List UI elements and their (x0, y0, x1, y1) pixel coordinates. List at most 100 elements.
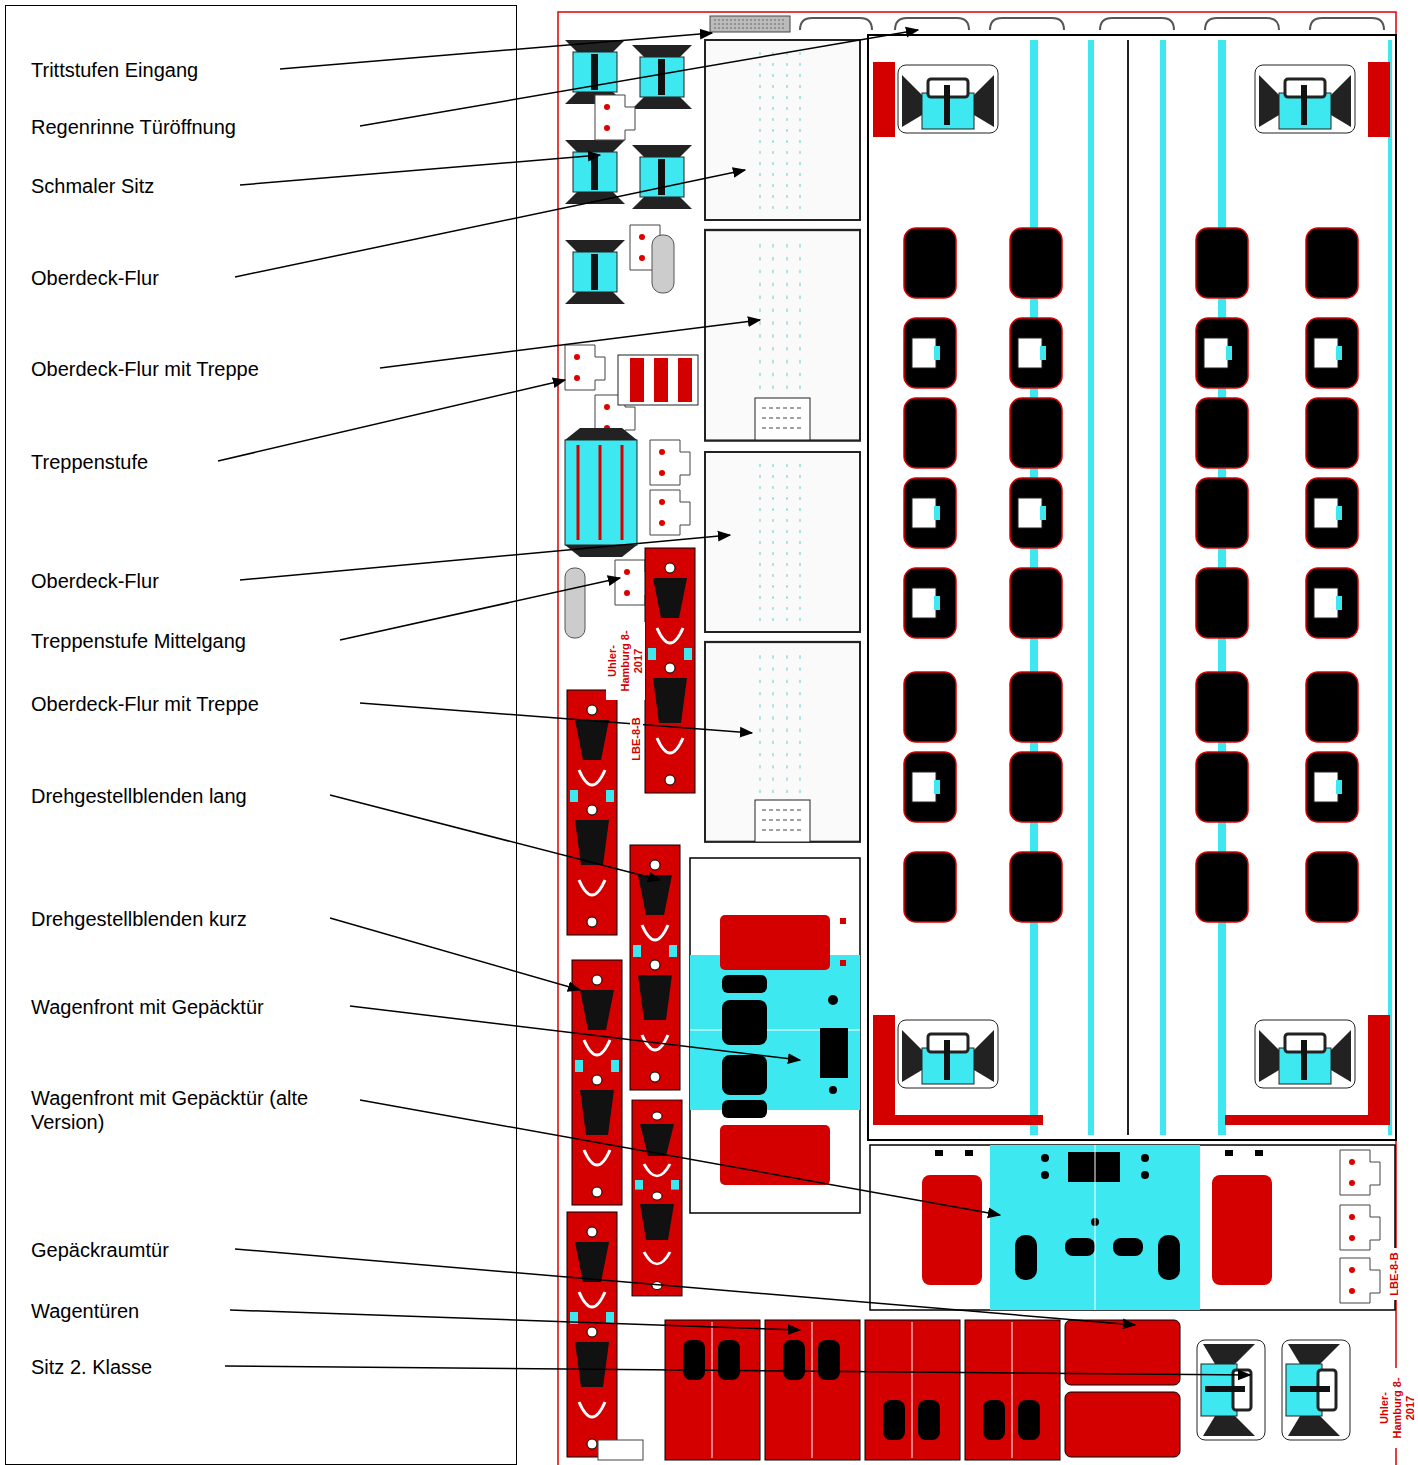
floor-panel (1368, 62, 1390, 137)
rain-gutters (800, 18, 872, 30)
second-class-seats (1197, 1340, 1350, 1440)
part-name: Wagenfront mit Gepäcktür (31, 995, 264, 1019)
bogie-frames (632, 1100, 682, 1296)
part-name: Wagentüren (31, 1299, 139, 1323)
car-front-old (1068, 1152, 1120, 1182)
small-step (598, 1440, 643, 1460)
sheet-border (558, 12, 1396, 1465)
windows (1010, 478, 1062, 548)
car-front-old (870, 1145, 1395, 1310)
leader-lines (330, 918, 580, 990)
car-front (722, 1100, 767, 1118)
upper-deck-corridors (762, 408, 803, 428)
sheet-marking: LBE-8-B (630, 713, 643, 765)
bogie-frames (572, 960, 622, 1205)
windows (904, 398, 956, 468)
leader-lines (330, 795, 660, 880)
stair (578, 445, 622, 540)
floor-panel (1225, 1115, 1390, 1125)
car-front (840, 960, 846, 966)
car-doors (783, 1340, 805, 1380)
second-class-seats (1197, 1340, 1265, 1440)
floor-panel (1255, 1020, 1355, 1088)
windows (1010, 318, 1062, 388)
leader-lines (360, 703, 752, 733)
windows (1306, 398, 1358, 468)
part-name: Oberdeck-Flur mit Treppe (31, 692, 259, 716)
step-brackets (565, 345, 605, 390)
leader-lines (380, 320, 760, 368)
windows (904, 752, 956, 822)
windows (904, 568, 956, 638)
rain-gutters (1100, 18, 1174, 30)
part-name: Treppenstufe Mittelgang (31, 629, 246, 653)
floor-panel (1088, 40, 1094, 1135)
stair (565, 355, 698, 557)
leader-lines (225, 1366, 1250, 1375)
upper-deck-corridors (705, 230, 860, 441)
grille-parts (652, 235, 674, 293)
car-front-old (1041, 1154, 1049, 1162)
windows (1306, 478, 1358, 548)
floor-panel (1388, 40, 1392, 1135)
leader-lines (240, 535, 730, 580)
leader-lines (350, 1006, 800, 1060)
car-doors (1018, 1400, 1040, 1440)
floor-panel (898, 65, 998, 133)
windows (904, 318, 956, 388)
car-front-old (1255, 1150, 1263, 1156)
car-front (690, 955, 860, 1110)
car-front (820, 1028, 848, 1078)
leader-lines (235, 170, 745, 277)
car-front (828, 995, 838, 1005)
bogie-frames (645, 548, 695, 793)
sheet-marking: LBE-8-B (1388, 1248, 1401, 1300)
part-name: Oberdeck-Flur (31, 569, 159, 593)
rain-gutters (1205, 18, 1279, 30)
leader-lines (218, 380, 565, 461)
narrow-seats (565, 140, 625, 204)
upper-deck-corridors (705, 40, 860, 842)
car-front (722, 975, 767, 993)
car-doors (712, 1322, 1012, 1458)
car-front-old (922, 1175, 982, 1285)
car-doors (718, 1340, 740, 1380)
upper-deck-corridors (755, 800, 810, 842)
windows (1306, 672, 1358, 742)
side-brackets (1340, 1150, 1380, 1303)
floor-panel (1160, 40, 1166, 1135)
stair (654, 358, 668, 402)
windows (1306, 228, 1358, 298)
windows (1196, 568, 1248, 638)
car-front (722, 1055, 767, 1095)
rain-gutters (990, 18, 1064, 30)
windows (1196, 228, 1248, 298)
car-front (690, 858, 860, 1213)
car-front-old (1113, 1238, 1143, 1256)
rain-gutters (800, 18, 1384, 30)
narrow-seats (565, 240, 625, 304)
stair (630, 358, 644, 402)
grille-parts (565, 568, 585, 638)
upper-deck-corridors (762, 810, 803, 830)
car-doors (665, 1320, 1060, 1460)
windows (1010, 228, 1062, 298)
part-name: Drehgestellblenden lang (31, 784, 247, 808)
step-brackets (650, 490, 690, 535)
leader-lines (360, 1100, 1000, 1215)
part-name: Trittstufen Eingang (31, 58, 198, 82)
leader-lines (240, 155, 600, 185)
windows (1010, 672, 1062, 742)
part-name: Schmaler Sitz (31, 174, 154, 198)
car-front (722, 1000, 767, 1045)
windows (1010, 852, 1062, 922)
floor-panel (898, 1020, 998, 1088)
rain-gutters (1310, 18, 1384, 30)
car-doors (918, 1400, 940, 1440)
luggage-doors (1065, 1320, 1180, 1457)
car-front-old (1065, 1238, 1095, 1256)
bogie-frames (567, 690, 617, 935)
part-name: Oberdeck-Flur (31, 266, 159, 290)
